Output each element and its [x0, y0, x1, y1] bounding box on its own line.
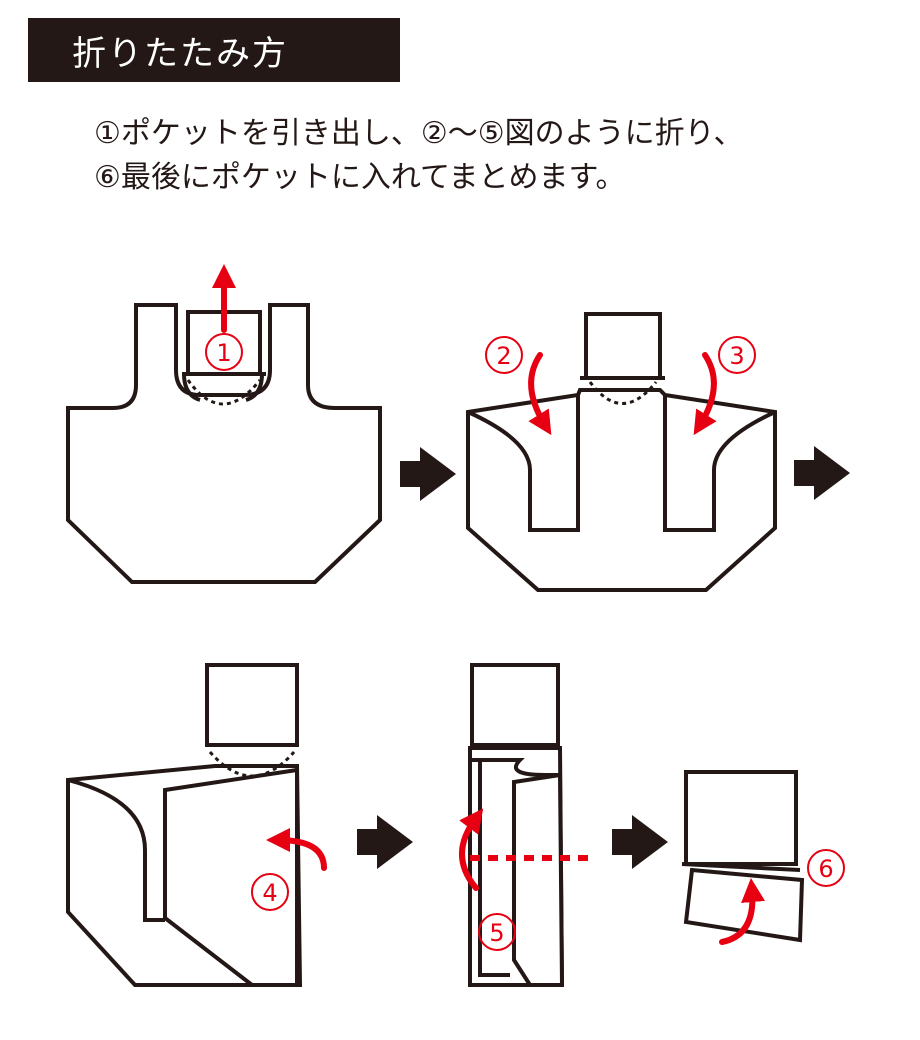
fold-arrow-2	[528, 352, 552, 436]
pocket-opening-1	[182, 373, 264, 402]
step-2-3-figure	[466, 312, 777, 592]
pocket-stitch-2	[588, 381, 658, 405]
step-4-label: 4	[262, 879, 277, 907]
fold-arrow-3	[693, 352, 717, 436]
process-arrows	[357, 446, 850, 869]
process-arrow-3	[357, 815, 413, 869]
step-4-circle	[251, 873, 289, 911]
folded-flap-4	[163, 767, 299, 987]
step-5-circle	[478, 913, 516, 951]
step-3-label: 3	[729, 342, 744, 370]
step-6-label: 6	[818, 855, 833, 883]
process-arrow-4	[612, 815, 668, 869]
right-flap	[663, 395, 776, 532]
pocket-stitch-1	[186, 379, 262, 406]
fold-arrow-5	[459, 808, 484, 891]
bag-outline-2	[466, 388, 777, 592]
step-2-label: 2	[496, 342, 511, 370]
fold-arrow-6	[719, 878, 766, 945]
step-1-label: 1	[216, 339, 231, 367]
step-2-circle	[485, 336, 523, 374]
pocket-5	[470, 663, 560, 747]
instruction-line-2: ⑥最後にポケットに入れてまとめます。	[94, 160, 626, 195]
bag-packed-6	[683, 867, 805, 943]
fold-layer-5a	[470, 758, 560, 777]
step-6-circle	[807, 849, 845, 887]
instruction-line-1: ①ポケットを引き出し、②～⑤図のように折り、	[94, 116, 744, 151]
step-6-figure	[681, 770, 805, 943]
process-arrow-1	[400, 447, 456, 501]
instructions: ①ポケットを引き出し、②～⑤図のように折り、 ⑥最後にポケットに入れてまとめます…	[94, 112, 743, 200]
step-1-circle	[205, 333, 243, 371]
fold-arrow-4	[266, 828, 327, 871]
left-flap	[467, 395, 580, 532]
step-circles	[205, 333, 845, 951]
step-3-circle	[718, 336, 756, 374]
process-arrow-2	[794, 446, 850, 500]
fold-arrows	[212, 264, 766, 945]
step-4-figure	[66, 663, 303, 987]
fold-layer-5b	[512, 772, 565, 987]
title-banner: 折りたたみ方	[28, 18, 400, 82]
pocket-6	[684, 770, 798, 866]
pocket-2	[584, 312, 662, 380]
pocket-4	[205, 663, 299, 747]
step-5-figure	[468, 663, 565, 987]
step-1-figure	[66, 303, 382, 584]
step-labels: 1 2 3 4 5 6	[216, 339, 833, 947]
step-5-label: 5	[489, 919, 504, 947]
page-title: 折りたたみ方	[72, 33, 288, 74]
